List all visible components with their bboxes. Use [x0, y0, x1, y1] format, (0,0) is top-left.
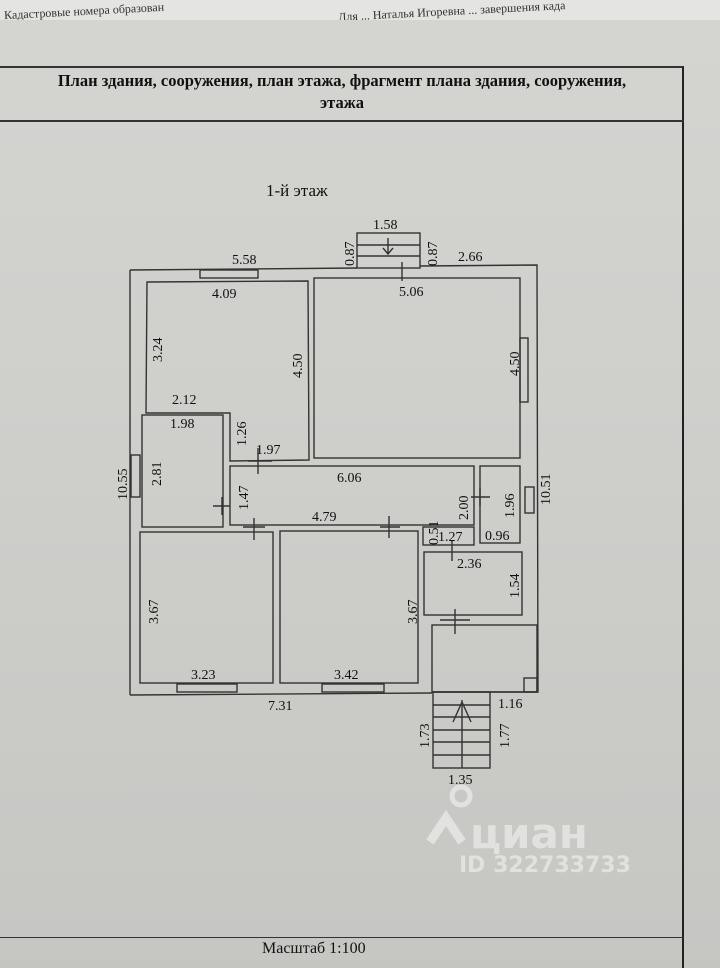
document-page — [0, 20, 720, 960]
dim-label: 3.67 — [147, 600, 162, 625]
door — [471, 488, 490, 506]
window — [321, 683, 385, 693]
door — [440, 609, 470, 634]
dim-label: 5.06 — [399, 285, 424, 300]
dim-label: 10.51 — [539, 474, 554, 506]
scale-label: Масштаб 1:100 — [262, 940, 366, 957]
window — [176, 683, 238, 693]
stairs-bottom — [432, 691, 491, 769]
dimension-labels: 5.58 4.09 3.24 4.50 2.12 1.98 1.26 1.97 … — [116, 218, 554, 788]
door — [380, 516, 400, 538]
dim-label: 3.67 — [406, 600, 421, 625]
room-left-small — [141, 414, 224, 528]
watermark: циан ID 322733733 — [426, 784, 631, 878]
location-pin-icon — [449, 784, 473, 808]
dim-label: 3.24 — [151, 338, 166, 363]
dim-label: 5.58 — [232, 253, 257, 268]
dim-label: 4.50 — [291, 354, 306, 379]
dim-label: 1.77 — [498, 724, 513, 749]
title-line-1: План здания, сооружения, план этажа, фра… — [57, 71, 627, 90]
document-title: План здания, сооружения, план этажа, фра… — [0, 70, 684, 122]
dim-label: 2.00 — [457, 496, 472, 521]
dim-label: 0.96 — [485, 529, 510, 544]
window — [524, 486, 535, 514]
dim-label: 0.87 — [426, 242, 441, 267]
room-bottom-middle — [279, 530, 419, 684]
window — [199, 269, 259, 279]
scale-divider — [0, 937, 684, 938]
dim-label: 1.98 — [170, 417, 195, 432]
corridor — [229, 465, 475, 526]
dim-label: 3.23 — [191, 668, 216, 683]
dim-label: 2.81 — [150, 462, 165, 487]
room-vestibule — [431, 624, 538, 693]
dim-label: 1.97 — [256, 443, 281, 458]
door — [248, 448, 272, 474]
room-top-right — [313, 277, 521, 459]
dim-label: 4.09 — [212, 287, 237, 302]
dim-label: 2.12 — [172, 393, 197, 408]
document-frame — [0, 66, 684, 968]
dim-label: 1.73 — [418, 724, 433, 749]
dim-label: 0.87 — [343, 242, 358, 267]
stairs-top — [356, 232, 421, 269]
cian-logo-icon — [426, 809, 466, 845]
floor-label: 1-й этаж — [266, 181, 328, 200]
dim-label: 1.27 — [438, 530, 463, 545]
dim-label: 1.47 — [237, 486, 252, 511]
dim-label: 6.06 — [337, 471, 362, 486]
dim-label: 1.96 — [503, 494, 518, 519]
dim-label: 0.51 — [427, 521, 442, 546]
door — [243, 518, 265, 540]
window — [130, 454, 141, 498]
outer-wall — [129, 264, 539, 696]
dim-label: 1.16 — [498, 697, 523, 712]
dim-label: 3.42 — [334, 668, 359, 683]
room-bottom-left — [139, 531, 274, 684]
title-line-2: этажа — [320, 93, 364, 112]
room-closet — [422, 526, 475, 546]
room-top-left — [145, 280, 310, 462]
dim-label: 2.66 — [458, 250, 483, 265]
vestibule-corner — [523, 677, 538, 693]
dim-label: 2.36 — [457, 557, 482, 572]
dim-label: 1.54 — [508, 574, 523, 599]
door — [213, 497, 230, 515]
dim-label: 1.26 — [235, 422, 250, 447]
dim-label: 10.55 — [116, 469, 131, 501]
watermark-brand: циан — [470, 809, 588, 858]
window — [519, 337, 529, 403]
watermark-id: ID 322733733 — [459, 853, 631, 878]
walls — [129, 232, 539, 769]
room-hall — [423, 551, 523, 616]
dim-label: 1.35 — [448, 773, 473, 788]
dim-label: 1.58 — [373, 218, 398, 233]
dim-label: 4.79 — [312, 510, 337, 525]
dim-label: 4.50 — [508, 352, 523, 377]
dim-label: 7.31 — [268, 699, 293, 714]
